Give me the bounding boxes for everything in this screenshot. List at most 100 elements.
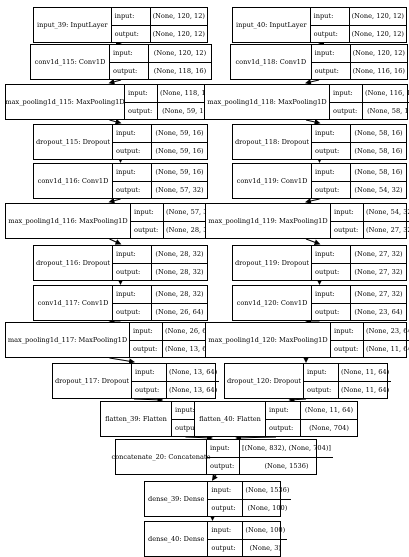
input-shape: (None, 28, 32) [155, 250, 204, 259]
output-shape: (None, 118, 16) [153, 66, 207, 75]
output-shape: (None, 28, 32) [155, 267, 204, 276]
input-shape: (None, 120, 12) [152, 12, 205, 21]
layer-name: conv1d_118: Conv1D [231, 45, 312, 79]
layer-name: dropout_115: Dropout [34, 125, 113, 159]
edge-arrow [109, 357, 135, 365]
input-shape: (None, 26, 64) [165, 327, 214, 336]
edge-arrow [305, 78, 320, 85]
input-label: input: [208, 522, 244, 539]
input-label: input: [331, 323, 364, 340]
input-shape: (None, 118, 16) [160, 89, 213, 98]
edge-arrow [109, 238, 122, 245]
layer-name: input_40: InputLayer [233, 8, 311, 42]
output-label: output: [208, 499, 244, 516]
input-label: input: [312, 125, 351, 142]
output-shape: (None, 116, 16) [352, 66, 405, 75]
input-label: input: [125, 85, 158, 102]
output-shape: (None, 26, 64) [155, 307, 204, 316]
layer-name: dropout_117: Dropout [53, 364, 132, 398]
input-label: input: [132, 364, 167, 381]
input-label: input: [131, 204, 164, 221]
edge-arrow [109, 118, 122, 125]
input-label: input: [330, 85, 363, 102]
output-label: output: [312, 62, 351, 79]
input-shape: (None, 59, 16) [155, 129, 204, 138]
input-shape: (None, 120, 12) [352, 49, 405, 58]
output-label: output: [207, 457, 240, 474]
output-shape: (None, 28, 32) [166, 225, 215, 234]
input-shape: (None, 58, 16) [354, 129, 403, 138]
output-shape: (None, 27, 32) [366, 225, 409, 234]
output-shape: (None, 120, 12) [351, 29, 404, 38]
layer-name: flatten_40: Flatten [195, 402, 266, 436]
output-label: output: [208, 539, 244, 556]
output-label: output: [331, 340, 364, 357]
layer-name: conv1d_117: Conv1D [34, 286, 113, 320]
output-label: output: [113, 142, 152, 159]
output-label: output: [312, 142, 351, 159]
input-label: input: [208, 482, 244, 499]
output-shape: (None, 54, 32) [354, 185, 403, 194]
output-shape: (None, 100) [247, 503, 288, 512]
edge-arrow [108, 78, 122, 85]
layer-name: max_pooling1d_118: MaxPooling1D [205, 85, 330, 119]
output-label: output: [131, 221, 164, 238]
layer-name: dropout_120: Dropout [225, 364, 304, 398]
layer-name: conv1d_115: Conv1D [31, 45, 110, 79]
input-shape: (None, 13, 64) [169, 368, 218, 377]
output-label: output: [113, 263, 152, 280]
edge-arrow [305, 238, 321, 246]
input-label: input: [110, 45, 149, 62]
output-label: output: [113, 303, 152, 320]
input-shape: (None, 116, 16) [365, 89, 409, 98]
input-label: input: [113, 286, 152, 303]
input-label: input: [113, 164, 152, 181]
output-label: output: [113, 181, 152, 198]
edge-arrow [211, 474, 218, 481]
layer-name: dense_40: Dense [145, 522, 209, 556]
output-shape: (None, 13, 64) [169, 385, 218, 394]
output-label: output: [330, 102, 363, 119]
input-shape: (None, 1536) [245, 486, 290, 495]
input-shape: [(None, 832), (None, 704)] [242, 444, 331, 453]
layer-name: flatten_39: Flatten [101, 402, 172, 436]
output-shape: (None, 23, 64) [354, 307, 403, 316]
layer-name: dropout_116: Dropout [34, 246, 113, 280]
input-label: input: [331, 204, 364, 221]
input-label: input: [312, 164, 351, 181]
input-shape: (None, 27, 32) [354, 250, 403, 259]
output-shape: (None, 57, 32) [155, 185, 204, 194]
output-label: output: [132, 381, 167, 398]
output-shape: (None, 58, 16) [354, 146, 403, 155]
output-label: output: [331, 221, 364, 238]
edge-arrow [235, 434, 277, 441]
layer-name: dropout_118: Dropout [233, 125, 312, 159]
input-shape: (None, 59, 16) [155, 168, 204, 177]
input-label: input: [266, 402, 301, 419]
input-label: input: [207, 440, 240, 457]
output-shape: (None, 1536) [264, 461, 309, 470]
layer-name: input_39: InputLayer [34, 8, 112, 42]
input-shape: (None, 58, 16) [354, 168, 403, 177]
edge-arrow [288, 396, 307, 403]
output-label: output: [312, 303, 351, 320]
layer-name: max_pooling1d_119: MaxPooling1D [206, 204, 331, 238]
input-shape: (None, 120, 12) [153, 49, 207, 58]
